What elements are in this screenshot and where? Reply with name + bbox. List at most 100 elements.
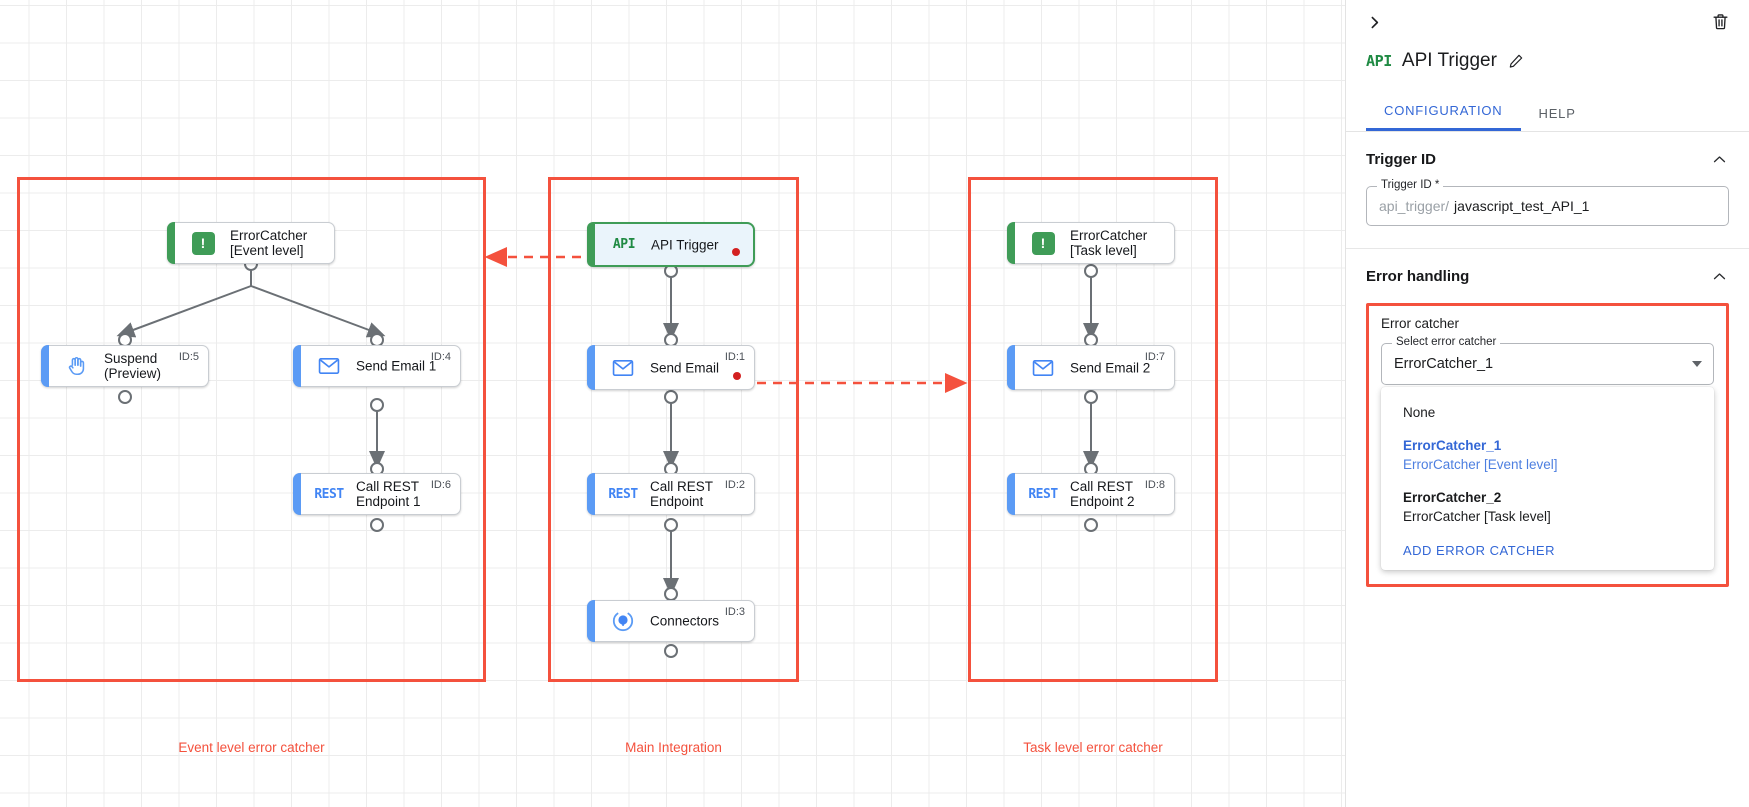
tab-help[interactable]: HELP xyxy=(1538,106,1576,121)
menu-item-secondary: ErrorCatcher [Task level] xyxy=(1403,509,1551,524)
node-id-badge: ID:7 xyxy=(1144,351,1165,363)
section-error-handling-header[interactable]: Error handling xyxy=(1366,249,1729,303)
group-frame-main-integration[interactable] xyxy=(548,177,799,682)
node-accent-bar xyxy=(1007,345,1015,390)
rest-icon: REST xyxy=(608,481,638,507)
node-send-email[interactable]: Send Email ID:1 xyxy=(587,345,755,390)
section-trigger-id: Trigger ID Trigger ID * api_trigger/ jav… xyxy=(1346,132,1749,249)
node-errorcatcher-event-level[interactable]: ! ErrorCatcher [Event level] xyxy=(167,222,335,264)
chevron-up-icon[interactable] xyxy=(1709,149,1729,169)
trigger-id-field[interactable]: Trigger ID * api_trigger/ javascript_tes… xyxy=(1366,179,1729,226)
node-accent-bar xyxy=(1007,473,1015,515)
node-errorcatcher-task-level[interactable]: ! ErrorCatcher [Task level] xyxy=(1007,222,1175,264)
menu-item-none[interactable]: None xyxy=(1381,396,1714,429)
node-connectors[interactable]: Connectors ID:3 xyxy=(587,600,755,642)
node-accent-bar xyxy=(41,345,49,387)
menu-item-primary: None xyxy=(1403,405,1436,420)
node-api-trigger[interactable]: API API Trigger xyxy=(587,222,755,267)
node-error-indicator xyxy=(732,248,740,256)
node-send-email-1[interactable]: Send Email 1 ID:4 xyxy=(293,345,461,387)
node-label: ErrorCatcher [Task level] xyxy=(1070,228,1148,258)
chevron-up-icon[interactable] xyxy=(1709,266,1729,286)
node-label: Send Email xyxy=(650,360,720,375)
node-id-badge: ID:8 xyxy=(1144,479,1165,491)
rest-icon-glyph: REST xyxy=(314,486,344,502)
node-label: Call REST Endpoint xyxy=(650,479,714,509)
panel-tabs: CONFIGURATION HELP xyxy=(1346,92,1749,132)
node-label: Connectors xyxy=(650,613,720,629)
node-call-rest-endpoint-2[interactable]: REST Call REST Endpoint 2 ID:8 xyxy=(1007,473,1175,515)
menu-item-secondary: ErrorCatcher [Event level] xyxy=(1403,457,1558,472)
menu-item-errorcatcher-1[interactable]: ErrorCatcher_1 ErrorCatcher [Event level… xyxy=(1381,429,1714,481)
node-accent-bar xyxy=(293,473,301,515)
node-accent-bar xyxy=(293,345,301,387)
error-catcher-icon: ! xyxy=(1030,230,1056,256)
edit-pencil-icon[interactable] xyxy=(1507,52,1525,70)
node-id-badge: ID:6 xyxy=(430,479,451,491)
node-call-rest-endpoint[interactable]: REST Call REST Endpoint ID:2 xyxy=(587,473,755,515)
panel-toolbar xyxy=(1346,0,1749,42)
node-accent-bar xyxy=(587,222,595,267)
node-id-badge: ID:1 xyxy=(724,351,745,363)
node-id-badge: ID:4 xyxy=(430,351,451,363)
select-error-catcher-value: ErrorCatcher_1 xyxy=(1394,356,1494,372)
group-label-main-integration: Main Integration xyxy=(625,740,722,755)
envelope-icon xyxy=(1030,355,1056,381)
node-label: Suspend (Preview) xyxy=(104,351,162,381)
chevron-down-icon[interactable] xyxy=(1692,361,1702,367)
trigger-id-input[interactable]: javascript_test_API_1 xyxy=(1454,198,1590,214)
node-id-badge: ID:2 xyxy=(724,479,745,491)
select-error-catcher-dropdown[interactable]: Select error catcher ErrorCatcher_1 xyxy=(1381,336,1714,385)
add-error-catcher-button[interactable]: ADD ERROR CATCHER xyxy=(1403,543,1555,558)
error-catcher-label: Error catcher xyxy=(1381,316,1460,331)
node-label: Send Email 2 xyxy=(1070,360,1151,375)
rest-icon: REST xyxy=(1028,481,1058,507)
group-frame-event-level[interactable] xyxy=(17,177,486,682)
connectors-icon xyxy=(610,608,636,634)
node-accent-bar xyxy=(167,222,175,264)
node-id-badge: ID:3 xyxy=(724,606,745,618)
hand-icon xyxy=(64,353,90,379)
rest-icon-glyph: REST xyxy=(608,486,638,502)
panel-header: API API Trigger xyxy=(1346,42,1749,80)
node-label: Call REST Endpoint 2 xyxy=(1070,479,1135,509)
page-title: API Trigger xyxy=(1401,50,1497,71)
rest-icon: REST xyxy=(314,481,344,507)
error-catcher-icon-glyph: ! xyxy=(200,235,206,251)
node-accent-bar xyxy=(587,473,595,515)
node-id-badge: ID:5 xyxy=(178,351,199,363)
node-label: Send Email 1 xyxy=(356,358,437,374)
node-label: API Trigger xyxy=(651,237,719,252)
rest-icon-glyph: REST xyxy=(1028,486,1058,502)
envelope-icon xyxy=(316,353,342,379)
collapse-panel-icon[interactable] xyxy=(1360,8,1388,36)
details-panel: API API Trigger CONFIGURATION HELP Trigg… xyxy=(1345,0,1749,807)
node-accent-bar xyxy=(587,345,595,390)
node-send-email-2[interactable]: Send Email 2 ID:7 xyxy=(1007,345,1175,390)
error-catcher-options-menu[interactable]: None ErrorCatcher_1 ErrorCatcher [Event … xyxy=(1381,387,1714,570)
node-accent-bar xyxy=(1007,222,1015,264)
menu-item-errorcatcher-2[interactable]: ErrorCatcher_2 ErrorCatcher [Task level] xyxy=(1381,481,1714,533)
node-label: ErrorCatcher [Event level] xyxy=(230,228,308,258)
group-label-event-level: Event level error catcher xyxy=(178,740,325,755)
error-catcher-highlight-box: Error catcher Select error catcher Error… xyxy=(1366,303,1729,587)
api-icon: API xyxy=(1366,52,1392,70)
api-icon: API xyxy=(611,232,637,258)
group-frame-task-level[interactable] xyxy=(968,177,1218,682)
section-error-handling: Error handling Error catcher Select erro… xyxy=(1346,249,1749,587)
section-trigger-id-header[interactable]: Trigger ID xyxy=(1366,132,1729,186)
menu-item-primary: ErrorCatcher_2 xyxy=(1403,490,1502,505)
error-catcher-icon-glyph: ! xyxy=(1040,235,1046,251)
node-call-rest-endpoint-1[interactable]: REST Call REST Endpoint 1 ID:6 xyxy=(293,473,461,515)
group-label-task-level: Task level error catcher xyxy=(1023,740,1163,755)
error-catcher-icon: ! xyxy=(190,230,216,256)
tab-configuration[interactable]: CONFIGURATION xyxy=(1366,103,1521,131)
select-error-catcher-label: Select error catcher xyxy=(1392,336,1501,348)
delete-icon[interactable] xyxy=(1707,8,1733,34)
menu-item-primary: ErrorCatcher_1 xyxy=(1403,438,1502,453)
section-title: Error handling xyxy=(1366,267,1470,285)
node-suspend[interactable]: Suspend (Preview) ID:5 xyxy=(41,345,209,387)
workflow-canvas[interactable]: Event level error catcher Main Integrati… xyxy=(0,0,1345,807)
node-accent-bar xyxy=(587,600,595,642)
